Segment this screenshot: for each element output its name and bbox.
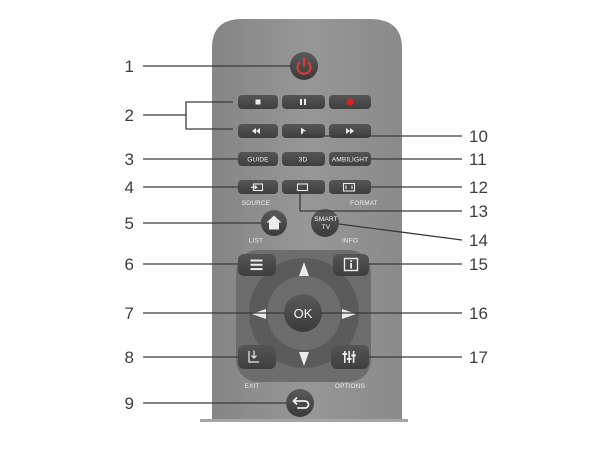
callout-lines-right: [299, 131, 463, 358]
back-button[interactable]: [286, 389, 314, 417]
home-icon: [266, 215, 282, 230]
ambilight-button[interactable]: [329, 152, 371, 166]
options-label: OPTIONS: [335, 383, 365, 390]
info-label: INFO: [342, 238, 358, 245]
exit-icon: [248, 350, 259, 363]
callout-number-8: 8: [125, 348, 134, 367]
menu-button[interactable]: [238, 254, 276, 276]
home-button[interactable]: [261, 210, 287, 236]
stop-icon: [255, 99, 261, 105]
format-icon: [342, 182, 356, 192]
tv-button[interactable]: [282, 180, 325, 194]
nav-down-arrow[interactable]: [299, 352, 309, 366]
callout-line-13: [299, 191, 462, 212]
remote-bottom-edge: [200, 419, 408, 422]
record-icon: [346, 98, 354, 106]
nav-up-arrow[interactable]: [299, 262, 309, 276]
smart-tv-label-line2: TV: [322, 224, 331, 231]
power-button[interactable]: [290, 52, 318, 80]
callout-number-1: 1: [125, 57, 134, 76]
ok-button[interactable]: [284, 294, 322, 332]
callout-number-16: 16: [469, 304, 488, 323]
callout-number-2: 2: [125, 106, 134, 125]
exit-label: EXIT: [244, 383, 259, 390]
tv-screen-icon: [296, 183, 309, 192]
info-button[interactable]: [333, 254, 369, 276]
callout-number-6: 6: [125, 255, 134, 274]
callout-number-9: 9: [125, 394, 134, 413]
nav-ring: [248, 258, 359, 368]
callout-number-10: 10: [469, 127, 488, 146]
callout-number-12: 12: [469, 178, 488, 197]
callout-number-14: 14: [469, 231, 488, 250]
power-icon: [296, 57, 312, 75]
callout-number-7: 7: [125, 304, 134, 323]
nav-left-arrow[interactable]: [252, 309, 266, 319]
options-sliders-icon: [342, 351, 356, 363]
info-icon: [343, 257, 359, 272]
nav-right-arrow[interactable]: [342, 309, 356, 319]
callout-number-11: 11: [469, 150, 487, 169]
callout-number-5: 5: [125, 214, 134, 233]
callout-number-4: 4: [125, 178, 134, 197]
callout-numbers-right: 10 11 12 13 14 15 16 17: [469, 127, 488, 367]
rewind-icon: [252, 128, 260, 134]
ok-label: OK: [294, 306, 313, 321]
callout-number-15: 15: [469, 255, 488, 274]
source-label: SOURCE: [242, 200, 271, 207]
callout-line-14: [338, 223, 463, 241]
format-button[interactable]: [329, 180, 371, 194]
menu-list-icon: [250, 259, 263, 271]
source-input-icon: [251, 183, 264, 192]
fast-forward-icon: [346, 128, 354, 134]
format-label: FORMAT: [350, 200, 378, 207]
callout-number-17: 17: [469, 348, 488, 367]
callout-lines-left: [143, 65, 292, 404]
guide-button[interactable]: [238, 152, 278, 166]
options-button[interactable]: [331, 345, 369, 369]
smart-tv-button[interactable]: [311, 209, 339, 237]
ambilight-label: AMBILIGHT: [332, 157, 368, 164]
callout-number-13: 13: [469, 202, 488, 221]
pause-button[interactable]: [282, 95, 325, 109]
callout-numbers-left: 1 2 3 4 5 6 7 8 9: [125, 57, 134, 413]
callout-line-10: [303, 131, 462, 137]
3d-label: 3D: [299, 157, 308, 164]
callout-number-3: 3: [125, 150, 134, 169]
back-icon: [292, 397, 310, 409]
list-label: LIST: [249, 238, 263, 245]
3d-button[interactable]: [282, 152, 325, 166]
source-button[interactable]: [238, 180, 278, 194]
guide-label: GUIDE: [247, 157, 269, 164]
smart-tv-label-line1: SMART: [314, 216, 337, 223]
pause-icon: [300, 99, 306, 105]
exit-button[interactable]: [238, 345, 276, 369]
